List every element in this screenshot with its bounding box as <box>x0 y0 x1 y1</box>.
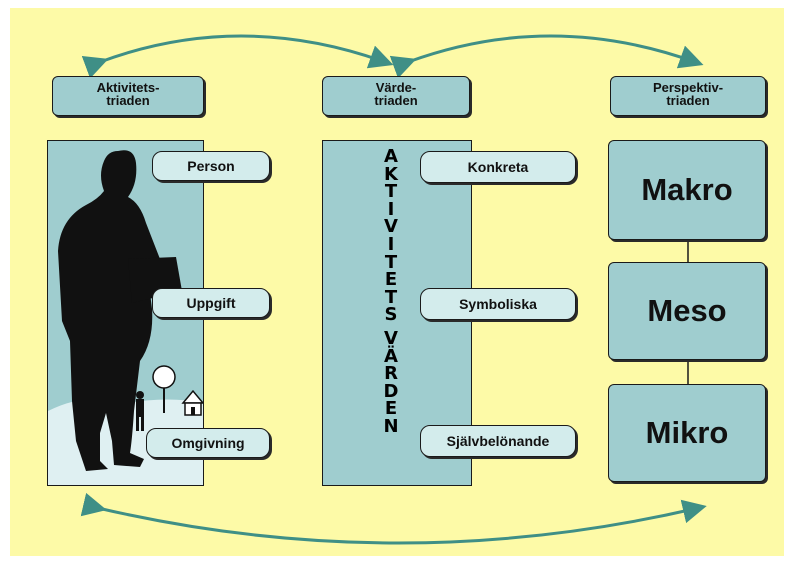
vertical-letter: E <box>384 269 398 291</box>
pill-person: Person <box>152 151 270 181</box>
header-vardetriaden-line2: triaden <box>374 93 418 108</box>
vertical-letter: N <box>383 415 399 437</box>
vertical-letter: E <box>384 398 398 420</box>
vertical-letter: R <box>384 363 398 385</box>
vertical-letter: V <box>384 216 398 238</box>
vertical-letter: I <box>387 233 395 255</box>
pill-sjalvbelonande: Självbelönande <box>420 425 576 457</box>
vertical-letter: V <box>384 327 398 349</box>
pill-uppgift: Uppgift <box>152 288 270 318</box>
arrow-left-middle <box>81 34 394 79</box>
vertical-letter: T <box>384 181 398 203</box>
vertical-letter: S <box>384 304 398 326</box>
vertical-letter: I <box>387 198 395 220</box>
vertical-letter: T <box>384 251 398 273</box>
box-mikro: Mikro <box>608 384 766 482</box>
header-aktivitetstriaden-line1: Aktivitets- <box>96 80 160 95</box>
pill-omgivning: Omgivning <box>146 428 270 458</box>
vertical-word-aktivitetsvarden: A K T I V I T E T S V Ä R D E N <box>376 148 406 436</box>
vertical-letter: Ä <box>384 345 398 367</box>
header-vardetriaden-line1: Värde- <box>375 80 417 95</box>
pill-symboliska: Symboliska <box>420 288 576 320</box>
arrow-bottom-left-right <box>80 492 707 545</box>
header-aktivitetstriaden-line2: triaden <box>106 93 150 108</box>
header-aktivitetstriaden: Aktivitets- triaden <box>52 76 204 116</box>
vertical-letter: D <box>383 380 399 402</box>
header-perspektivtriaden-line2: triaden <box>666 93 710 108</box>
box-meso: Meso <box>608 262 766 360</box>
header-perspektivtriaden-line1: Perspektiv- <box>652 80 724 95</box>
arrow-middle-right <box>389 34 704 79</box>
pill-konkreta: Konkreta <box>420 151 576 183</box>
vertical-letter: A <box>384 146 398 167</box>
vertical-letter: K <box>384 163 398 185</box>
header-vardetriaden: Värde- triaden <box>322 76 470 116</box>
vertical-letter: T <box>384 286 398 308</box>
person-silhouette-illustration <box>48 150 203 485</box>
box-makro: Makro <box>608 140 766 240</box>
header-perspektivtriaden: Perspektiv- triaden <box>610 76 766 116</box>
